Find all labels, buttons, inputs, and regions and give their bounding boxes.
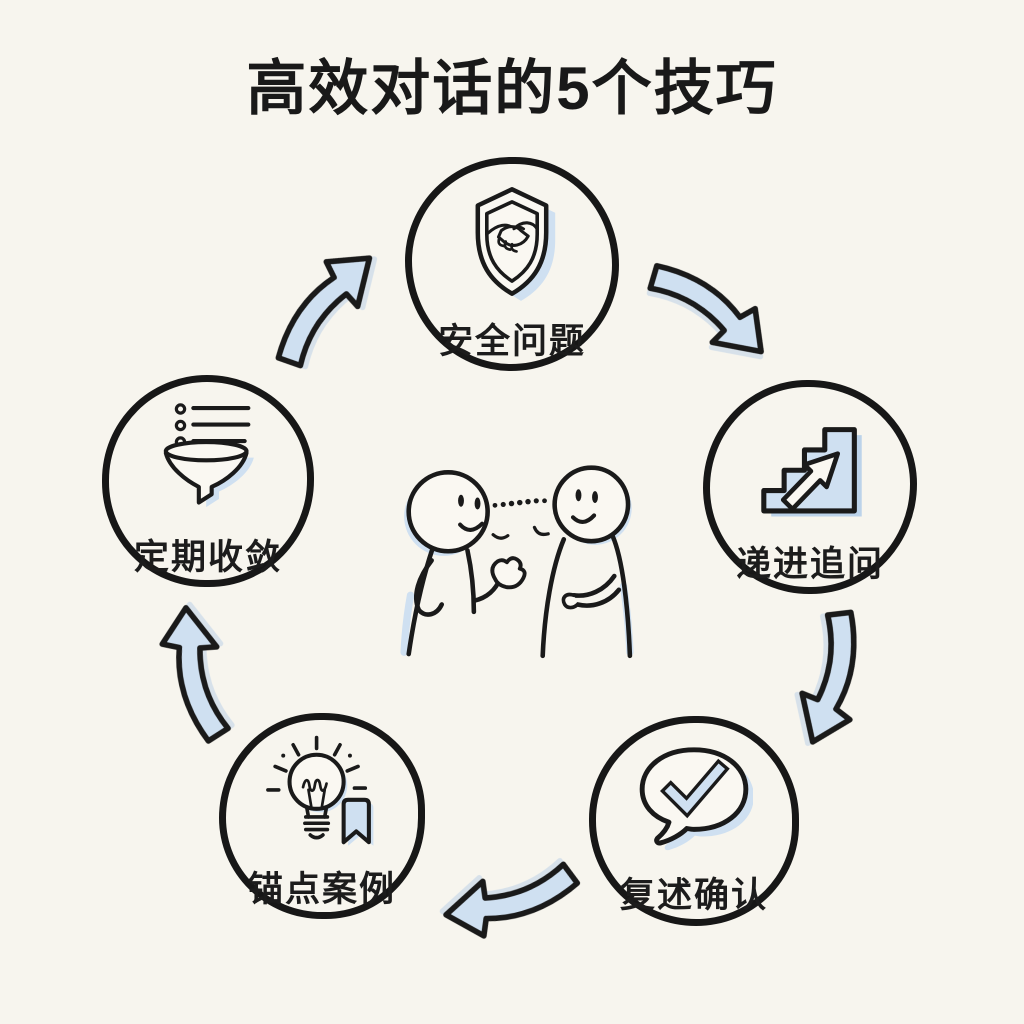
chin-mark-left <box>491 533 510 540</box>
lightbulb-bookmark-icon <box>266 735 374 846</box>
node-label-confirm: 复述确认 <box>619 876 768 915</box>
node-safety-question: 安全问题 <box>405 157 619 371</box>
node-restate-confirm: 复述确认 <box>589 716 799 926</box>
shield-handshake-icon <box>475 187 556 301</box>
arrow-confirm-to-anchor <box>443 861 581 939</box>
person-left <box>400 470 527 657</box>
node-label-safety: 安全问题 <box>437 322 586 361</box>
arrow-anchor-to-converge <box>159 605 231 744</box>
chin-mark-right <box>532 525 550 537</box>
arrow-converge-to-safety <box>275 255 373 369</box>
stairs-growth-arrow-icon <box>761 427 862 517</box>
speech-bubble-checkmark-icon <box>639 747 753 851</box>
arrow-followup-to-confirm <box>799 609 857 745</box>
node-label-followup: 递进追问 <box>735 545 884 584</box>
node-progressive-followup: 递进追问 <box>703 380 917 594</box>
two-people-talking-illustration <box>400 465 634 659</box>
page-title: 高效对话的5个技巧 <box>246 55 778 122</box>
person-right <box>540 465 634 659</box>
speech-dots <box>492 498 547 508</box>
node-anchor-case: 锚点案例 <box>219 713 425 919</box>
node-periodic-converge: 定期收敛 <box>102 375 314 587</box>
node-label-anchor: 锚点案例 <box>247 870 396 909</box>
funnel-list-icon <box>163 403 254 508</box>
node-label-converge: 定期收敛 <box>133 538 282 577</box>
arrow-safety-to-followup <box>647 262 764 355</box>
